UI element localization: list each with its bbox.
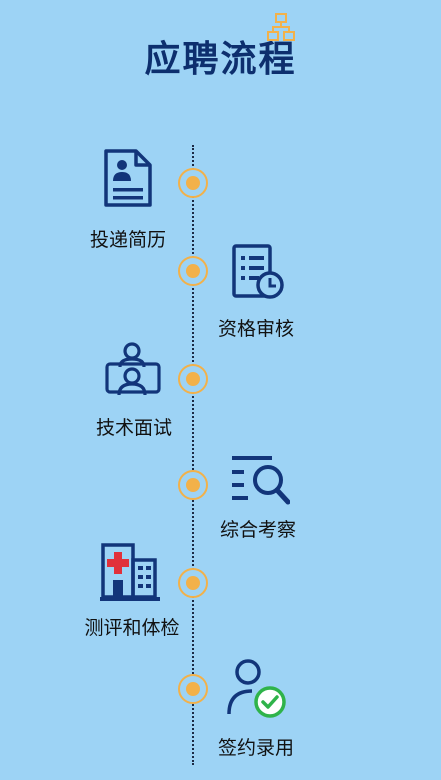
- timeline-node-6: [178, 674, 208, 704]
- org-chart-icon: [267, 13, 295, 41]
- step-label-technical-interview: 技术面试: [95, 417, 172, 439]
- page-title: 应聘流程: [144, 39, 297, 80]
- timeline-node-3: [178, 364, 208, 394]
- step-label-assessment-medical: 测评和体检: [84, 617, 180, 639]
- step-label-resume: 投递简历: [89, 229, 166, 251]
- search-list-icon: [232, 456, 290, 505]
- timeline-node-4: [178, 470, 208, 500]
- clipboard-clock-icon: [232, 244, 284, 299]
- resume-icon: [104, 149, 152, 207]
- timeline-node-5: [178, 568, 208, 598]
- step-label-qualification-review: 资格审核: [217, 318, 294, 340]
- hospital-icon: [100, 543, 160, 601]
- interview-icon: [105, 342, 161, 396]
- timeline-node-2: [178, 256, 208, 286]
- step-label-sign-hire: 签约录用: [217, 737, 294, 759]
- user-check-icon: [227, 659, 286, 718]
- step-label-comprehensive-review: 综合考察: [219, 519, 296, 541]
- timeline-line: [192, 145, 194, 765]
- timeline-node-1: [178, 168, 208, 198]
